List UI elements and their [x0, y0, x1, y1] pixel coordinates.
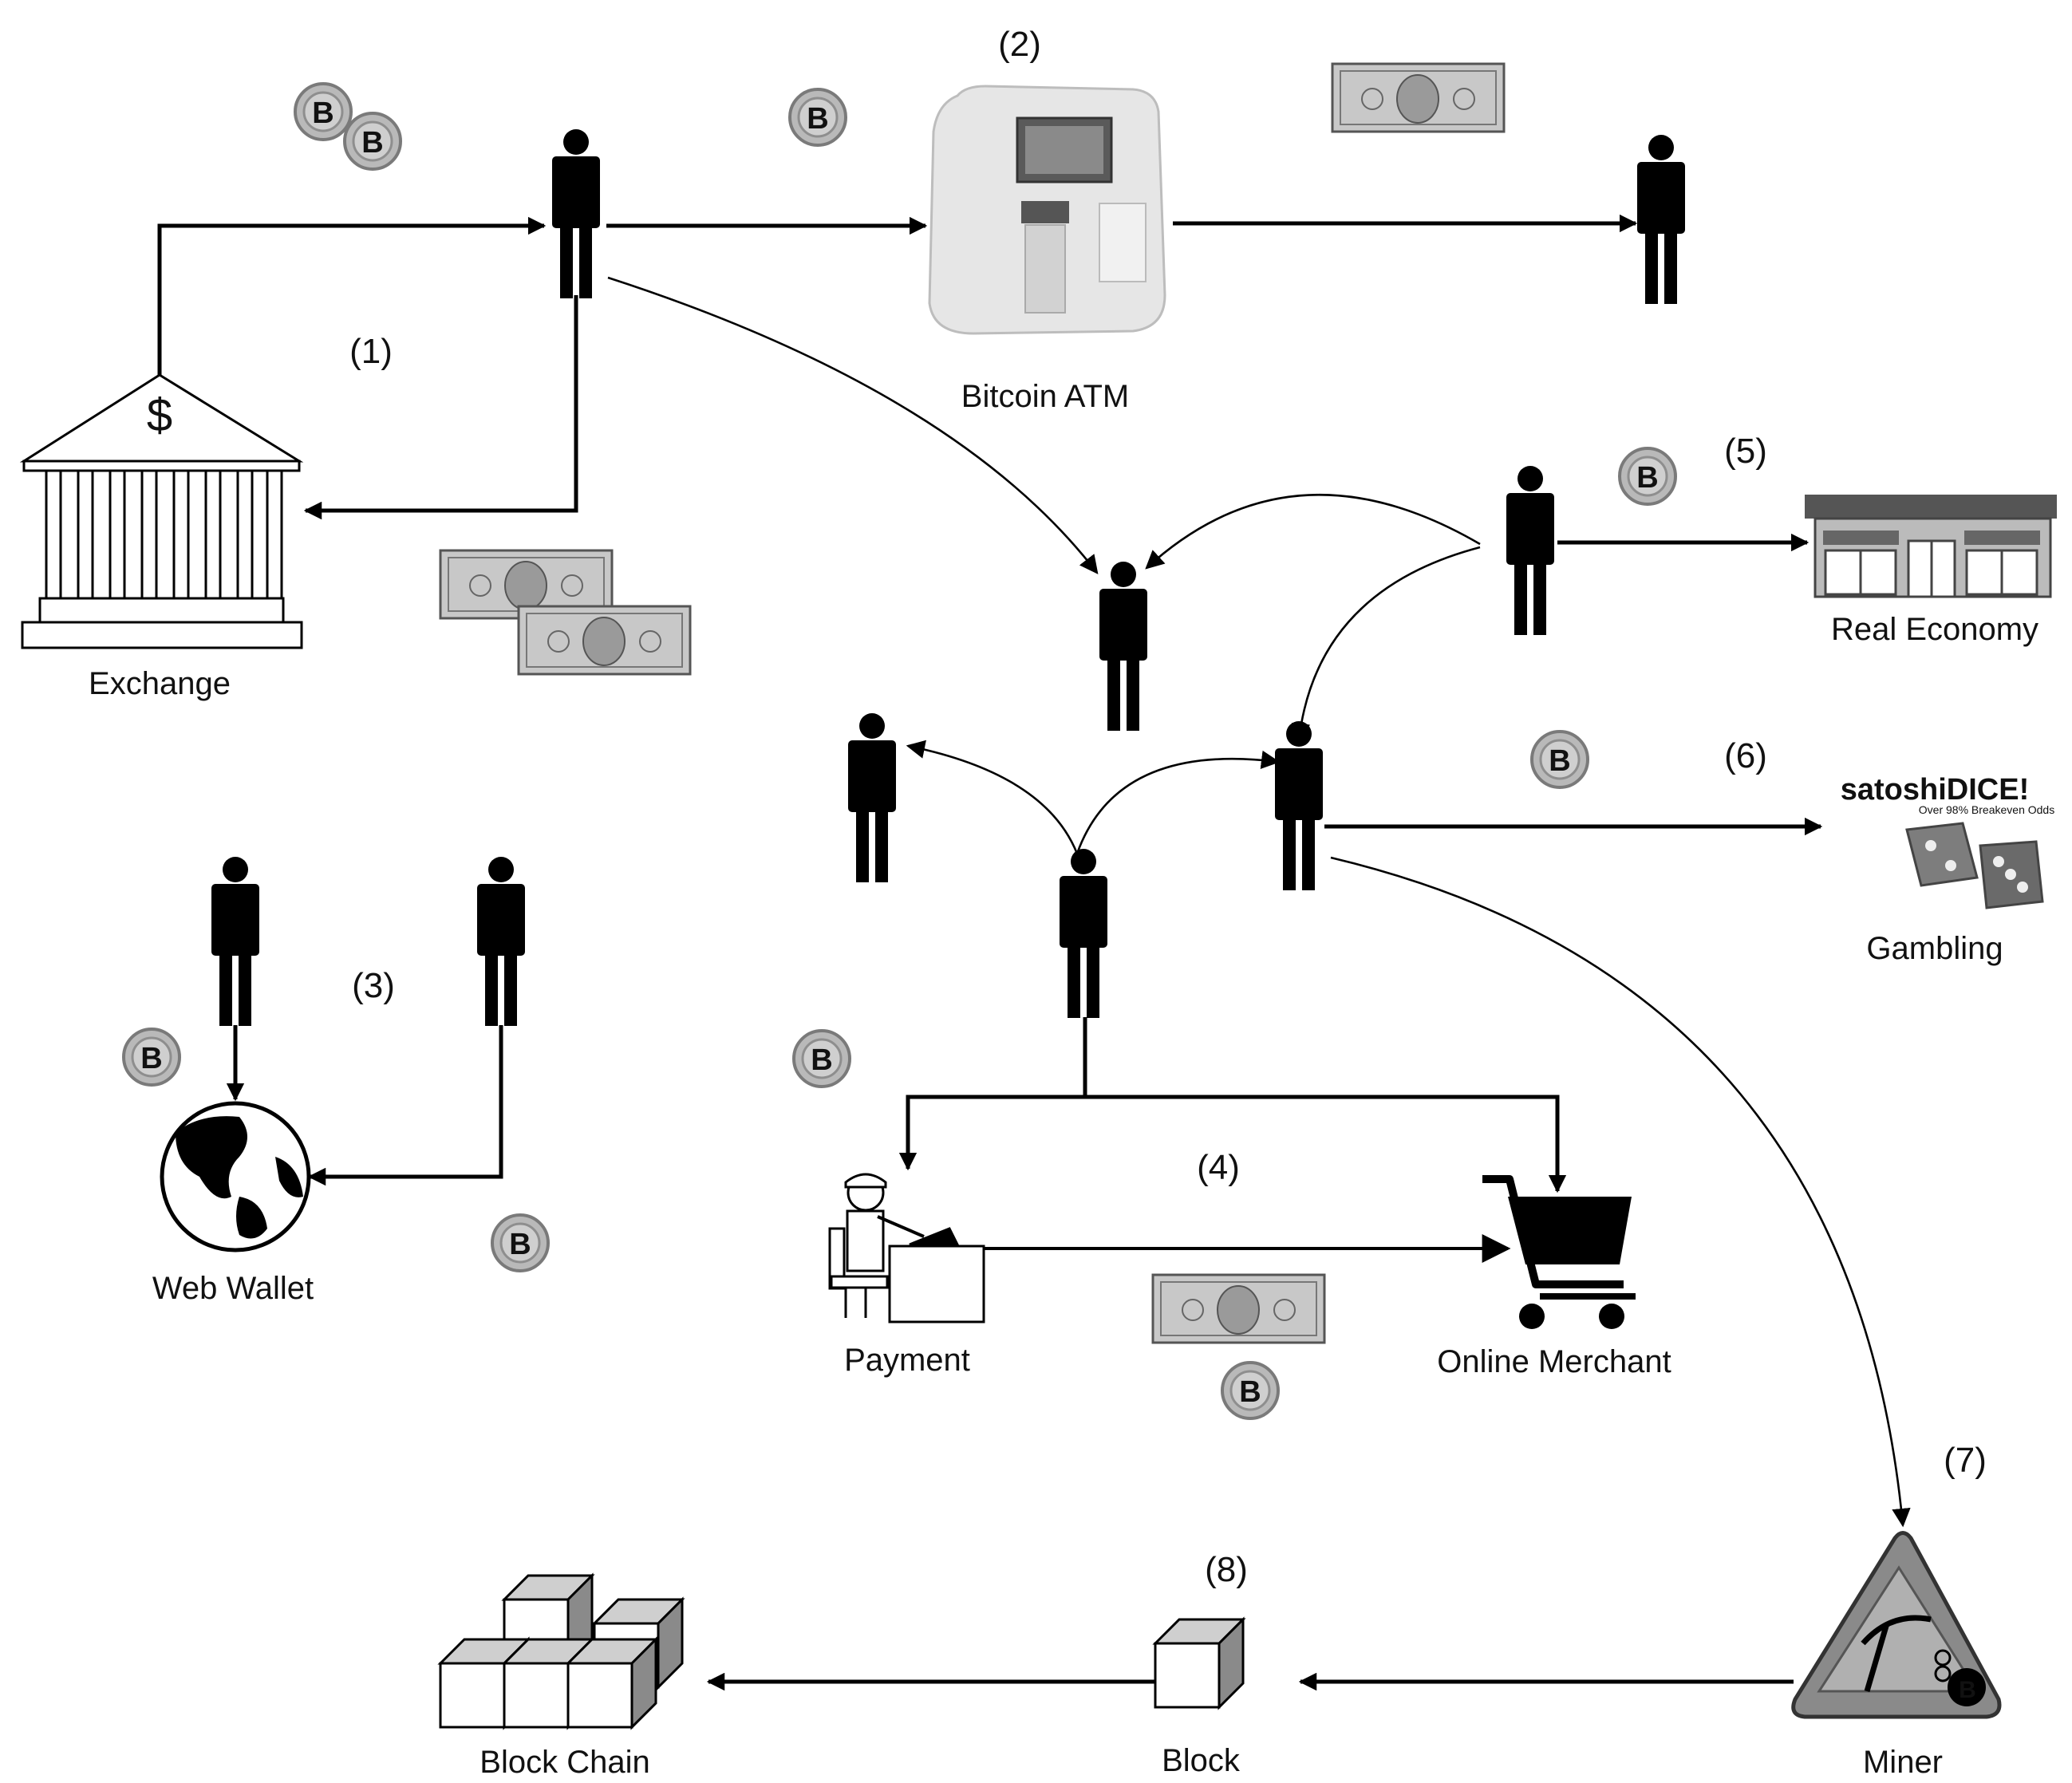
coin-icon: B: [792, 1029, 851, 1088]
bitcoin-atm-icon: [928, 85, 1166, 335]
gambling-label: Gambling: [1866, 931, 2003, 966]
coin-icon: B: [294, 82, 353, 141]
svg-text:B: B: [361, 126, 383, 160]
real-economy-label: Real Economy: [1831, 612, 2038, 647]
person-icon: [1506, 466, 1554, 635]
person-icon: [1637, 135, 1685, 304]
person-icon: [1275, 721, 1323, 890]
arrow-user-to-payment: [898, 1017, 1087, 1171]
curve-bottom-user-to-right: [1075, 750, 1281, 854]
block-chain-icon: [439, 1574, 684, 1729]
arrow-user-to-exchange: [303, 295, 578, 520]
online-merchant-label: Online Merchant: [1437, 1344, 1671, 1379]
coin-icon: B: [491, 1213, 550, 1272]
svg-text:B: B: [1549, 744, 1570, 778]
step-number: (7): [1944, 1441, 1987, 1480]
svg-text:B: B: [312, 97, 333, 130]
step-number: (6): [1724, 736, 1767, 775]
bitcoin-atm-label: Bitcoin ATM: [961, 379, 1129, 414]
curve-upper-right-to-center: [1145, 494, 1481, 570]
svg-text:B: B: [811, 1043, 832, 1077]
coin-icon: B: [1221, 1361, 1280, 1420]
payment-desk-icon: [828, 1173, 985, 1323]
exchange-dollar-symbol: $: [147, 389, 172, 441]
satoshidice-logo-title: satoshiDICE!: [1841, 773, 2029, 807]
exchange-label: Exchange: [89, 666, 231, 701]
svg-text:B: B: [140, 1042, 162, 1075]
person-icon: [211, 857, 259, 1026]
miner-label: Miner: [1863, 1745, 1943, 1780]
shopping-cart-icon: [1482, 1175, 1636, 1329]
store-icon: [1805, 495, 2057, 598]
arrow-exchange-to-user: [157, 216, 547, 375]
block-label: Block: [1162, 1743, 1241, 1778]
svg-text:B: B: [1239, 1375, 1261, 1409]
step-number: (2): [998, 25, 1041, 64]
dice-icon: [1905, 822, 2044, 909]
miner-warning-icon: [1791, 1531, 2002, 1719]
arrow-user-to-merchant: [1085, 1095, 1567, 1193]
dollar-bill-icon: [1151, 1273, 1326, 1344]
svg-text:B: B: [509, 1228, 531, 1261]
payment-label: Payment: [844, 1343, 970, 1378]
satoshidice-logo-tagline: Over 98% Breakeven Odds: [1919, 803, 2054, 816]
coin-icon: B: [343, 112, 402, 171]
dollar-bill-icon: [517, 605, 692, 676]
step-number: (1): [349, 332, 393, 371]
coin-icon: B: [122, 1028, 181, 1087]
step-number: (5): [1724, 432, 1767, 471]
step-number: (4): [1197, 1148, 1240, 1187]
exchange-bank-icon: [19, 373, 304, 649]
curve-user-to-miner: [1330, 856, 1911, 1528]
step-number: (8): [1205, 1550, 1248, 1589]
coin-icon: B: [788, 88, 847, 147]
person-icon: [1099, 562, 1147, 731]
svg-text:B: B: [1636, 461, 1658, 495]
curve-user-to-center: [607, 276, 1099, 574]
coin-icon: B: [1618, 447, 1677, 506]
block-chain-label: Block Chain: [480, 1745, 649, 1780]
block-icon: [1154, 1618, 1245, 1709]
arrow-user-to-web-wallet-b: [307, 1025, 503, 1186]
person-icon: [848, 713, 896, 882]
curve-upper-right-to-right-user: [1291, 546, 1481, 743]
person-icon: [552, 129, 600, 298]
curve-bottom-user-to-left: [906, 740, 1079, 854]
svg-text:B: B: [807, 102, 828, 136]
globe-icon: [160, 1101, 311, 1252]
coin-icon: B: [1530, 730, 1589, 789]
person-icon: [1060, 849, 1107, 1018]
dollar-bill-icon: [1331, 62, 1506, 133]
step-number: (3): [352, 966, 395, 1005]
web-wallet-label: Web Wallet: [152, 1271, 314, 1306]
miner-coin-symbol: B: [1959, 1677, 1976, 1703]
person-icon: [477, 857, 525, 1026]
